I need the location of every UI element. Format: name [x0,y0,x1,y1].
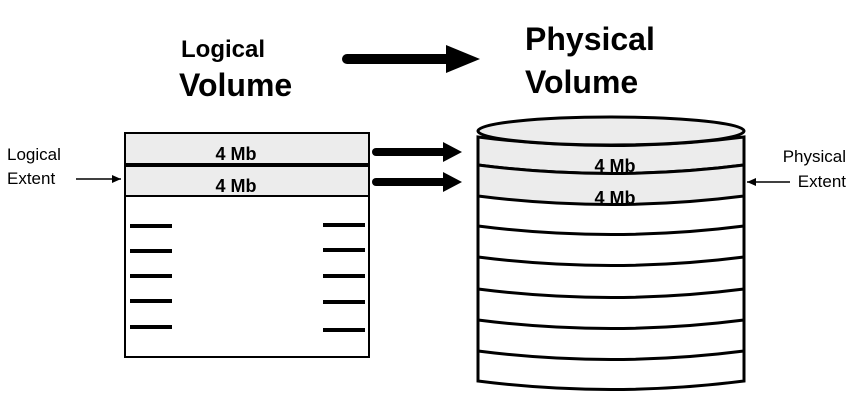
logical-volume-box: 4 Mb 4 Mb [124,132,370,358]
logical-volume-title-line1: Logical [181,36,265,63]
logical-extent-label-line1: Logical [7,145,61,164]
logical-extent-2 [124,165,370,197]
physical-volume-title-line2: Volume [525,64,638,100]
logical-extent-2-label: 4 Mb [215,176,256,196]
logical-volume-continuation-marks [130,223,365,332]
physical-extent-1-label: 4 Mb [594,156,635,176]
mapping-arrow-2 [372,172,462,192]
physical-extent-label-line1: Physical [783,147,846,166]
arrow-right-icon [342,45,480,73]
physical-volume-cylinder [476,115,746,391]
physical-volume-title-line1: Physical [525,21,655,57]
physical-extent-2 [476,163,746,206]
physical-extent-label-line2: Extent [798,172,846,191]
mapping-arrow-1 [372,142,462,162]
logical-extent-1-label: 4 Mb [215,144,256,164]
logical-extent-label-line2: Extent [7,169,55,188]
logical-volume-title-line2: Volume [179,67,292,103]
physical-extent-2-label: 4 Mb [594,188,635,208]
logical-extent-1 [124,132,370,165]
